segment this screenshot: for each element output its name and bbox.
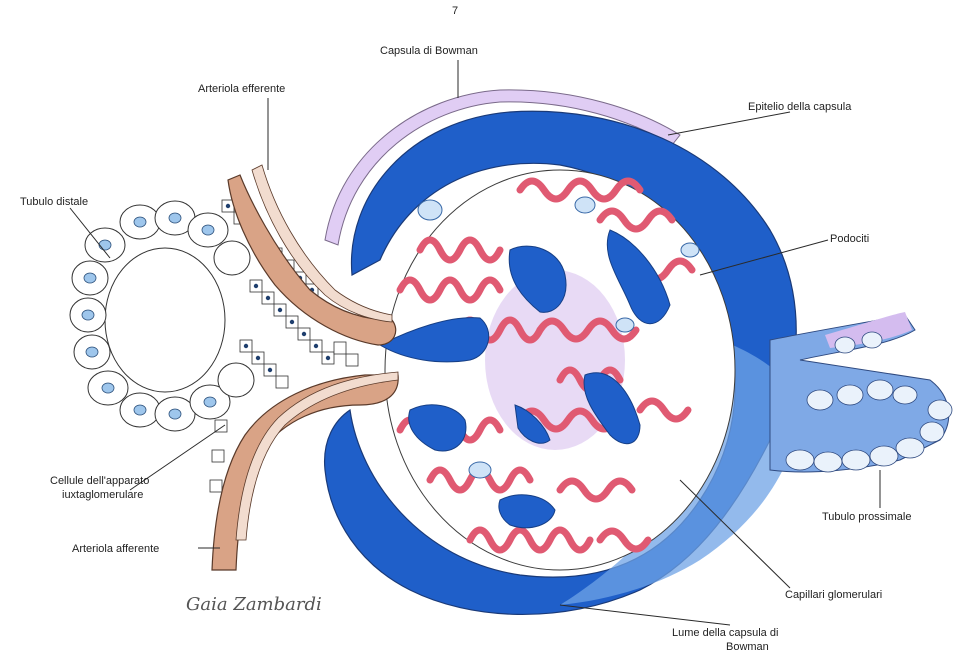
label-cellule-line1: Cellule dell'apparato	[50, 475, 149, 487]
artist-signature: Gaia Zambardi	[186, 594, 322, 615]
label-arteriola-efferente: Arteriola efferente	[198, 83, 285, 95]
label-epitelio-capsula: Epitelio della capsula	[748, 101, 852, 113]
label-podociti: Podociti	[830, 233, 869, 245]
label-lume-line2: Bowman	[726, 641, 769, 653]
label-tubulo-distale: Tubulo distale	[20, 196, 88, 208]
page-number: 7	[452, 5, 458, 17]
label-lume-line1: Lume della capsula di	[672, 627, 778, 639]
label-arteriola-afferente: Arteriola afferente	[72, 543, 159, 555]
distal-tubule-lumen	[105, 248, 225, 392]
label-tubulo-prossimale: Tubulo prossimale	[822, 511, 911, 523]
label-cellule-line2: iuxtaglomerulare	[62, 489, 143, 501]
label-capillari-glomerulari: Capillari glomerulari	[785, 589, 882, 601]
label-capsula-bowman: Capsula di Bowman	[380, 45, 478, 57]
